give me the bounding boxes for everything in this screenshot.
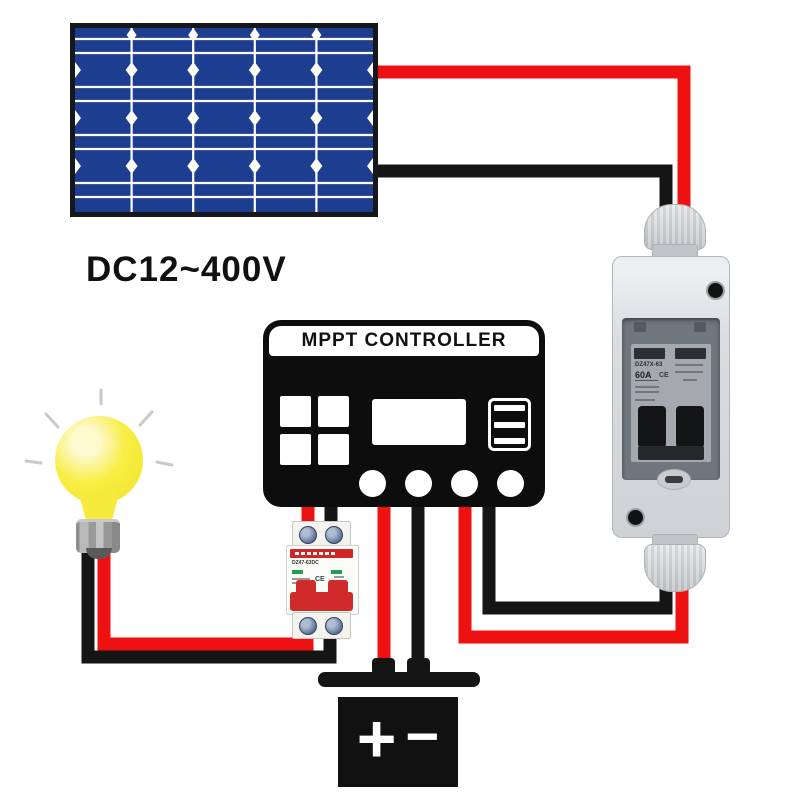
microtext-bar <box>675 364 703 366</box>
indicator-led <box>331 570 342 574</box>
battery-terminal-post <box>372 658 395 675</box>
terminal-screw-icon <box>325 617 343 635</box>
microtext-bar <box>334 576 344 578</box>
light-bulb <box>55 416 143 504</box>
microtext-bar <box>635 391 659 393</box>
breaker-label-strip <box>675 348 706 359</box>
pv-breaker-face: DZ47X-63 60A CE <box>631 344 711 462</box>
dc-breaker-bottom-terminals <box>292 612 351 639</box>
light-bulb-tip <box>86 548 112 559</box>
terminal-screw-icon <box>325 526 343 544</box>
indicator-led <box>292 570 303 574</box>
pv-breaker-rating: 60A <box>635 370 658 381</box>
bulb-ray-icon <box>44 412 60 429</box>
solar-cell-diamonds <box>75 28 373 174</box>
pv-breaker-model: DZ47X-63 <box>635 362 663 368</box>
mppt-menu-icon <box>488 398 531 451</box>
bulb-ray-icon <box>155 460 174 467</box>
dc-breaker-toggle-bar <box>290 592 353 611</box>
battery-negative-symbol: − <box>405 704 440 769</box>
terminal-screw-icon <box>299 526 317 544</box>
pv-breaker-toggle <box>676 406 704 448</box>
mppt-grid-icon <box>318 396 349 427</box>
dc-breaker-top-terminals <box>292 521 351 548</box>
mppt-button <box>359 470 386 497</box>
mppt-button <box>405 470 432 497</box>
wire-breaker-to-mppt-positive <box>458 500 689 644</box>
mppt-button <box>451 470 478 497</box>
enclosure-latch <box>657 469 691 490</box>
latch-slot <box>665 476 683 483</box>
din-clip <box>634 322 646 332</box>
mppt-controller-title: MPPT CONTROLLER <box>269 326 539 356</box>
bulb-ray-icon <box>24 459 43 465</box>
cable-gland-bottom <box>644 544 706 592</box>
mppt-grid-icon <box>280 396 311 427</box>
battery-terminal-post <box>407 658 430 675</box>
breaker-base-bar <box>638 446 704 460</box>
enclosure-window: DZ47X-63 60A CE <box>622 318 720 480</box>
enclosure-screw-icon <box>626 508 645 527</box>
battery: + − <box>338 697 458 787</box>
mppt-controller: MPPT CONTROLLER <box>263 320 545 507</box>
ce-mark: CE <box>315 576 325 583</box>
pv-breaker-enclosure: DZ47X-63 60A CE <box>612 256 730 538</box>
battery-terminal-bar <box>318 672 480 687</box>
bulb-ray-icon <box>138 410 154 427</box>
mppt-grid-icon <box>280 434 311 465</box>
dc-breaker-brand-band <box>290 549 353 558</box>
mppt-grid-icon <box>318 434 349 465</box>
wire-bulb-positive <box>97 545 314 651</box>
microtext-bar <box>635 386 659 388</box>
microtext-bar <box>683 379 697 381</box>
enclosure-screw-icon <box>706 281 725 300</box>
solar-panel <box>70 23 378 217</box>
microtext-bar <box>635 399 655 401</box>
battery-positive-symbol: + <box>356 701 397 777</box>
wire-pv-negative <box>374 164 673 225</box>
mppt-button <box>497 470 524 497</box>
mppt-display-screen <box>372 399 466 445</box>
pv-breaker-toggle <box>638 406 666 448</box>
terminal-screw-icon <box>299 617 317 635</box>
microtext-bar <box>292 578 310 580</box>
breaker-label-strip <box>634 348 665 359</box>
dc-breaker-model: DZ47-63DC <box>292 560 319 566</box>
wire-pv-positive <box>374 65 691 225</box>
din-clip <box>694 322 706 332</box>
microtext-bar <box>675 371 703 373</box>
ce-mark: CE <box>659 372 669 379</box>
voltage-range-label: DC12~400V <box>86 250 287 289</box>
light-bulb-base <box>76 519 120 553</box>
